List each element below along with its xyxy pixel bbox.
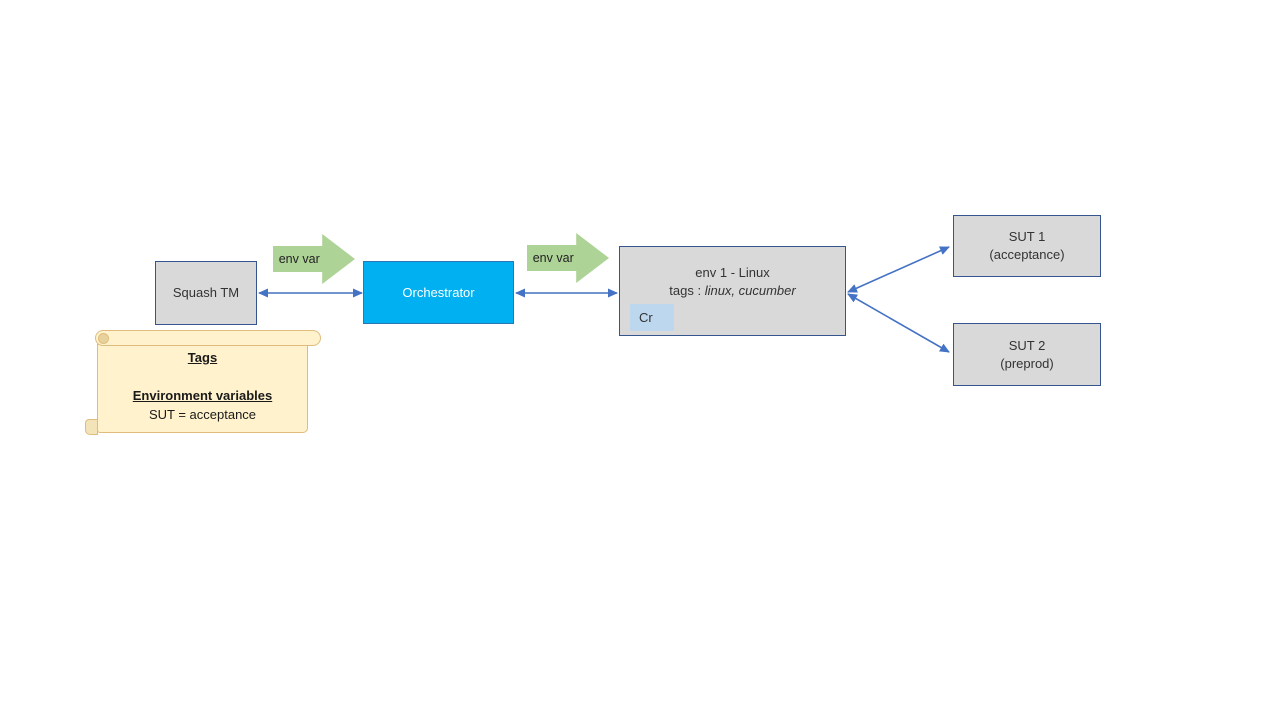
connector-env-sut1 [847, 246, 950, 293]
scroll-note-topbar [95, 330, 321, 346]
squash-tm-label: Squash TM [172, 285, 240, 300]
env-var-arrow-2: env var [527, 233, 609, 283]
env-tags-value: linux, cucumber [704, 283, 796, 298]
env-tags-prefix: tags : [669, 283, 705, 298]
sut2-subtitle: (preprod) [1000, 355, 1054, 371]
note-sut-line: SUT = acceptance [148, 407, 257, 422]
cr-badge: Cr [630, 304, 674, 331]
sut1-subtitle: (acceptance) [989, 247, 1065, 262]
env-node: env 1 - Linux tags : linux, cucumber Cr [619, 246, 846, 336]
sut1-node: SUT 1 (acceptance) [953, 215, 1101, 277]
note-heading-tags: Tags [187, 350, 218, 365]
scroll-note: Tags Environment variables SUT = accepta… [85, 328, 322, 435]
scroll-curl-top-icon [98, 333, 109, 344]
note-spacer [97, 367, 308, 386]
sut2-node: SUT 2 (preprod) [953, 323, 1101, 386]
env-var-label-1: env var [278, 252, 320, 266]
note-heading-env-vars: Environment variables [132, 388, 273, 403]
orchestrator-label: Orchestrator [402, 284, 475, 300]
orchestrator-node: Orchestrator [363, 261, 514, 324]
env-var-arrow-1: env var [273, 234, 355, 284]
env-tags-line: tags : linux, cucumber [620, 282, 845, 300]
cr-badge-label: Cr [639, 309, 653, 325]
env-var-label-2: env var [532, 251, 574, 265]
scroll-curl-bottom-icon [85, 419, 98, 435]
connector-env-sut2 [847, 293, 950, 353]
env-title: env 1 - Linux [695, 265, 770, 280]
squash-tm-node: Squash TM [155, 261, 257, 325]
sut1-title: SUT 1 [1008, 229, 1046, 244]
scroll-note-body [97, 344, 308, 433]
scroll-note-text: Tags Environment variables SUT = accepta… [97, 348, 308, 424]
sut2-title: SUT 2 [1008, 337, 1046, 353]
